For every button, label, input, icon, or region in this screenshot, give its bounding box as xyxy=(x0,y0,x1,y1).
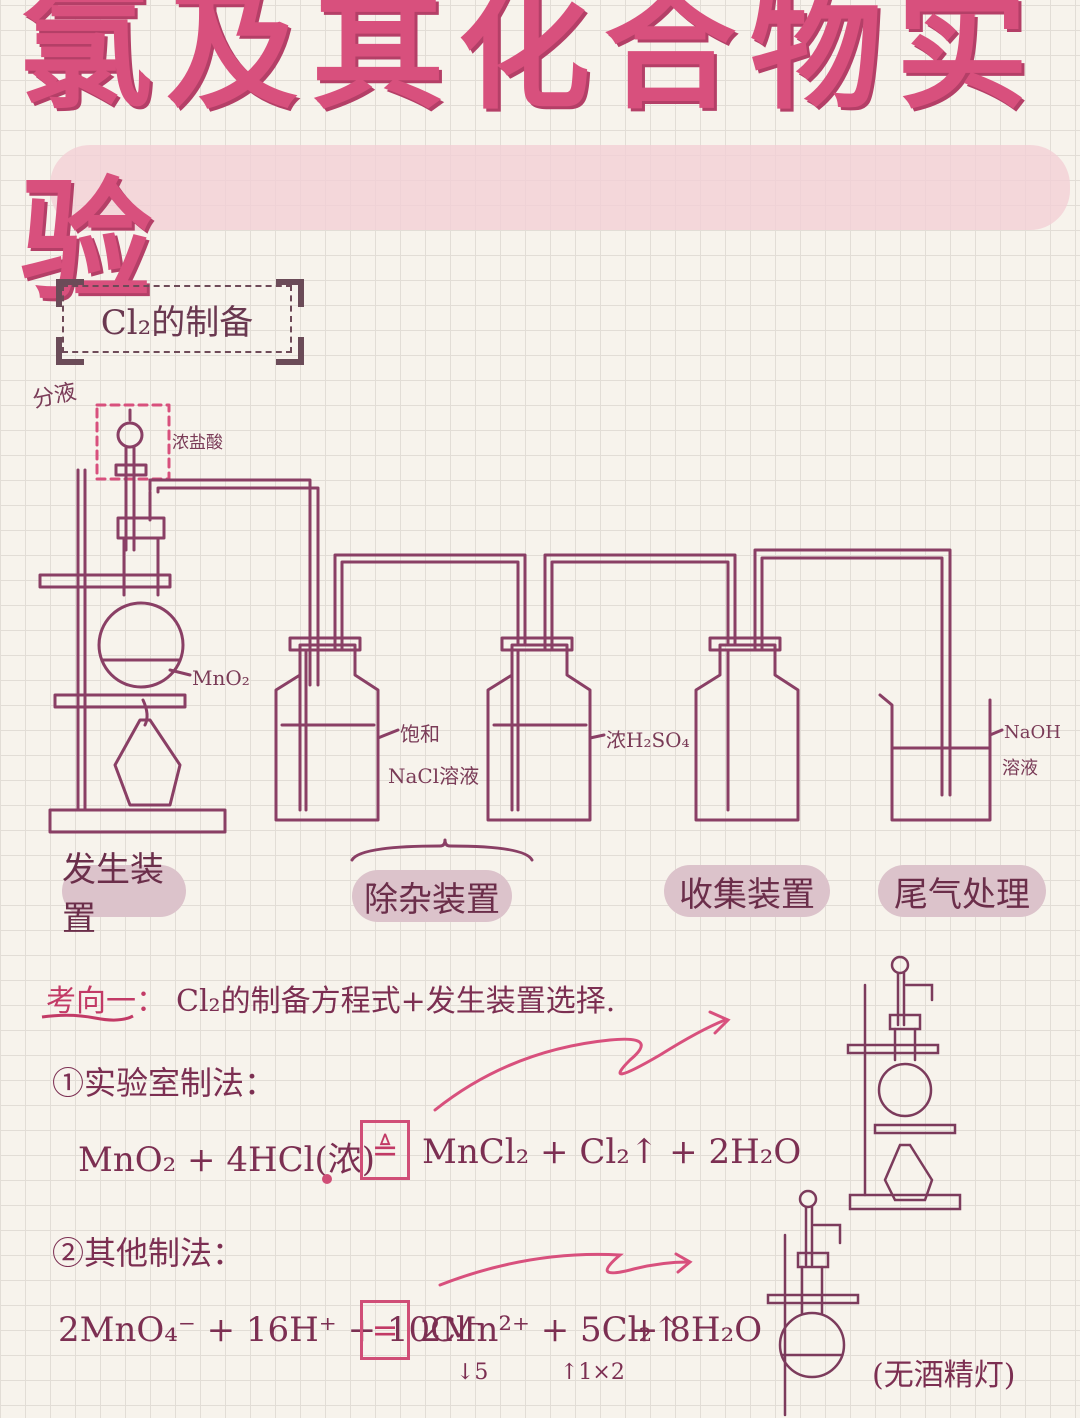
mno2-label: MnO₂ xyxy=(192,666,250,690)
naoh-label-2: 溶液 xyxy=(1002,758,1038,779)
h2so4-label: 浓H₂SO₄ xyxy=(606,728,690,752)
corner-mark xyxy=(276,279,304,307)
stage-tail: 尾气处理 xyxy=(878,865,1046,917)
corner-mark xyxy=(56,337,84,365)
apparatus-without-lamp xyxy=(766,1189,860,1417)
method1-left: MnO₂ + 4HCl(浓) xyxy=(78,1140,376,1180)
nacl-label-2: NaCl溶液 xyxy=(388,764,480,788)
alcohol-lamp xyxy=(113,698,182,807)
corner-mark xyxy=(56,279,84,307)
apparatus-diagram xyxy=(38,403,1004,862)
separatory-funnel xyxy=(114,408,148,552)
naoh-label-1: NaOH xyxy=(1004,722,1061,743)
arrows xyxy=(433,1010,731,1287)
apparatus-with-lamp xyxy=(846,955,962,1211)
corner-mark xyxy=(276,337,304,365)
stage-collection: 收集装置 xyxy=(664,865,830,917)
page-title-block: 氯及其化合物实验 xyxy=(20,0,1070,319)
nacl-label-1: 饱和 xyxy=(400,722,440,746)
title-highlight xyxy=(50,145,1070,230)
round-flask xyxy=(97,490,185,689)
method1-condition: ≜ xyxy=(360,1120,410,1180)
method1-heading: ①实验室制法： xyxy=(52,1064,277,1102)
method2-condition: = xyxy=(360,1300,410,1360)
no-lamp-note: (无酒精灯) xyxy=(872,1358,1016,1393)
conc-hcl-label: 浓盐酸 xyxy=(172,433,223,453)
beaker-naoh xyxy=(878,693,992,822)
wash-bottle-h2so4 xyxy=(486,636,592,822)
iron-stand xyxy=(38,468,227,834)
connecting-tubes xyxy=(148,478,952,797)
wash-bottle-nacl xyxy=(274,636,380,822)
stage-generation: 发生装置 xyxy=(62,850,186,939)
cl-change-note: ↑1×2 xyxy=(560,1360,625,1385)
question-underline xyxy=(41,1013,134,1022)
question-tag: 考向一： xyxy=(46,984,166,1019)
emphasis-dot xyxy=(322,1174,332,1184)
collection-bottle xyxy=(694,636,800,822)
mn-change-note: ↓5 xyxy=(456,1360,489,1385)
brace xyxy=(350,838,534,862)
stage-purification: 除杂装置 xyxy=(352,870,512,922)
method2-right-2: + 8H₂O xyxy=(630,1310,763,1350)
method2-heading: ②其他制法： xyxy=(52,1234,245,1272)
method1-right: MnCl₂ + Cl₂↑ + 2H₂O xyxy=(422,1132,802,1172)
page-title: 氯及其化合物实验 xyxy=(20,0,1042,319)
section-label: Cl₂的制备 xyxy=(62,285,292,353)
method2-left: 2MnO₄⁻ + 16H⁺ + 10Cl⁻ xyxy=(58,1310,485,1350)
question-text: Cl₂的制备方程式+发生装置选择. xyxy=(176,984,616,1019)
method2-right-1: 2Mn²⁺ + 5Cl₂↑ xyxy=(420,1310,681,1350)
